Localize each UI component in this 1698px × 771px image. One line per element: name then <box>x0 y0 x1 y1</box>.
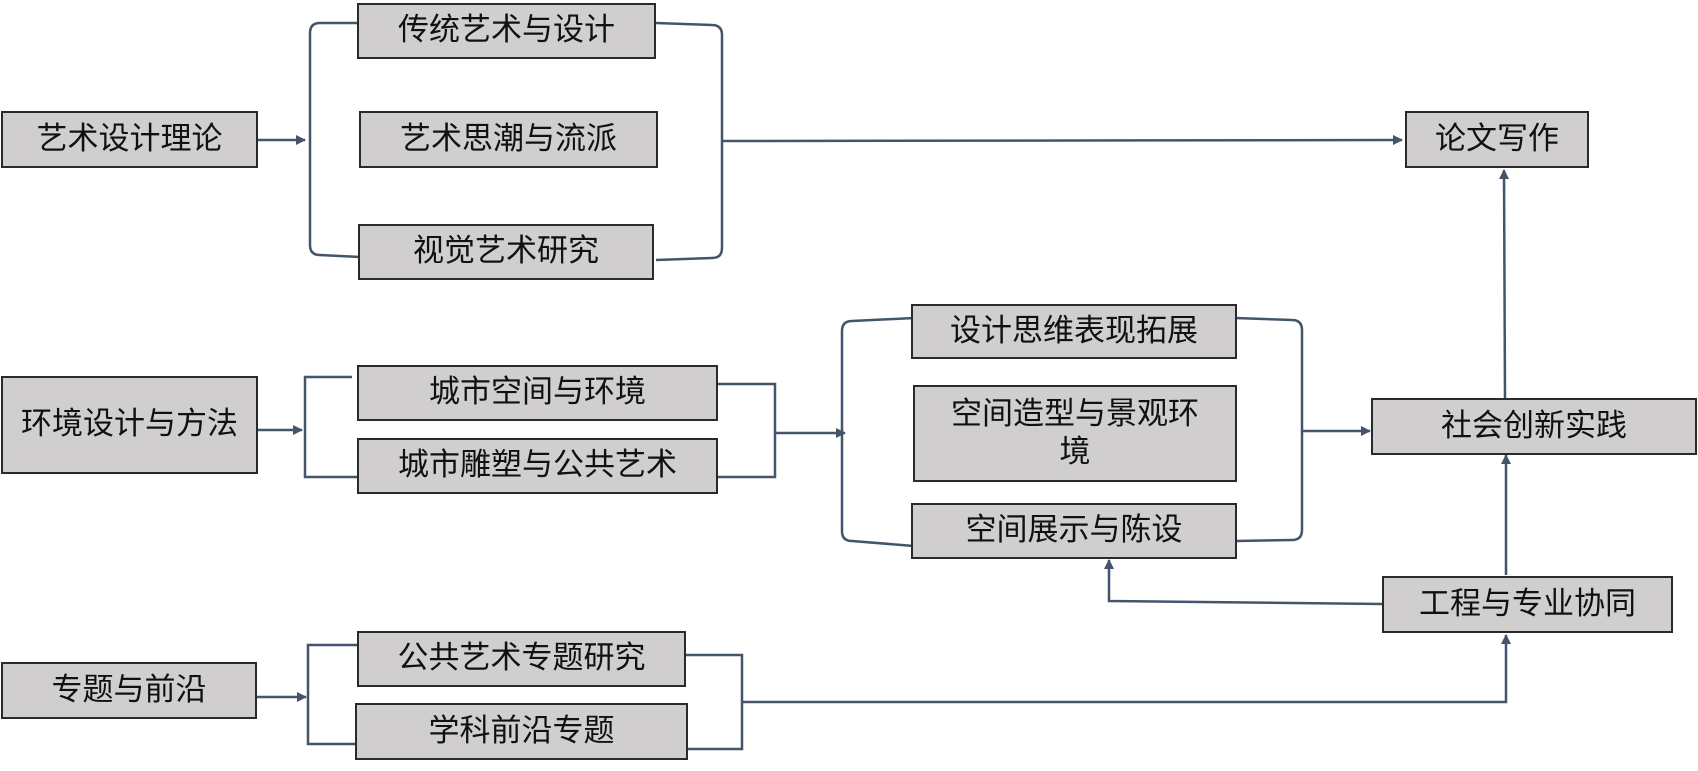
connector-topics-group-to-engineering <box>742 634 1511 704</box>
connector-engineering-to-display <box>1104 559 1383 606</box>
node-public-art-topics: 公共艺术专题研究 <box>357 631 686 687</box>
bracket-left-topics-group <box>306 643 362 746</box>
node-art-trends: 艺术思潮与流派 <box>359 111 658 168</box>
node-design-thinking: 设计思维表现拓展 <box>911 304 1237 359</box>
node-urban-space: 城市空间与环境 <box>357 365 718 421</box>
bracket-right-space-group <box>1234 316 1304 543</box>
node-space-display: 空间展示与陈设 <box>911 503 1237 559</box>
bracket-left-space-group <box>840 316 915 548</box>
bracket-right-env-group <box>718 382 777 479</box>
connector-theory-group-to-thesis <box>721 135 1403 146</box>
node-env-design: 环境设计与方法 <box>1 376 258 474</box>
bracket-right-theory-group <box>655 21 724 262</box>
node-urban-sculpture: 城市雕塑与公共艺术 <box>357 438 718 494</box>
bracket-left-env-group <box>303 375 357 479</box>
node-thesis: 论文写作 <box>1405 111 1589 168</box>
node-topics-frontier: 专题与前沿 <box>1 662 257 719</box>
node-engineering: 工程与专业协同 <box>1382 576 1673 633</box>
node-visual-art: 视觉艺术研究 <box>358 224 654 280</box>
node-social-practice: 社会创新实践 <box>1371 398 1697 455</box>
bracket-left-theory-group <box>308 21 361 259</box>
connector-practice-to-thesis <box>1499 169 1510 401</box>
node-traditional-art: 传统艺术与设计 <box>357 3 656 59</box>
node-discipline-frontier: 学科前沿专题 <box>355 703 688 760</box>
bracket-right-topics-group <box>686 653 744 751</box>
node-art-theory: 艺术设计理论 <box>1 111 258 168</box>
node-spatial-landscape: 空间造型与景观环境 <box>913 385 1237 482</box>
